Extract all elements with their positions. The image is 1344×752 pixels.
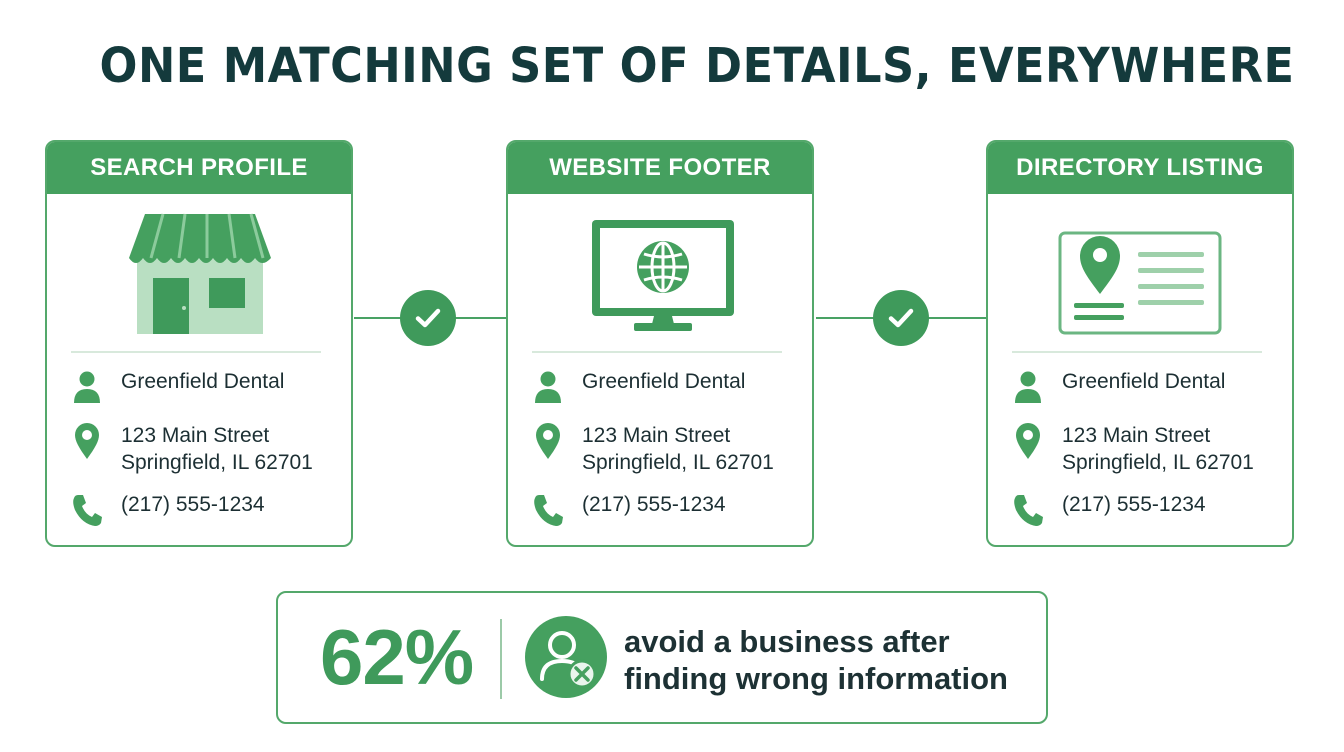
address-line-2: Springfield, IL 62701 [582,451,774,474]
location-pin-icon [69,422,105,460]
location-pin-icon [1010,422,1046,460]
divider [71,351,321,353]
phone-icon [1010,491,1046,529]
address-row: 123 Main Street Springfield, IL 62701 [530,422,774,476]
card-directory-listing: DIRECTORY LISTING Greenfield Dental 123 … [986,140,1294,547]
phone-row: (217) 555-1234 [69,491,265,529]
address-line-2: Springfield, IL 62701 [1062,451,1254,474]
stat-line-1: avoid a business after [624,624,950,659]
storefront-icon [47,196,351,346]
page-title: ONE MATCHING SET OF DETAILS, EVERYWHERE [99,38,1295,94]
business-name-row: Greenfield Dental [1010,368,1225,406]
phone-icon [530,491,566,529]
card-search-profile: SEARCH PROFILE Greenfield Dental 123 Mai… [45,140,353,547]
check-icon [400,290,456,346]
card-header: SEARCH PROFILE [47,142,351,194]
business-name: Greenfield Dental [582,370,746,393]
person-icon [1010,368,1046,406]
location-pin-icon [530,422,566,460]
address-line-2: Springfield, IL 62701 [121,451,313,474]
phone-number: (217) 555-1234 [582,493,726,516]
business-name: Greenfield Dental [121,370,285,393]
card-header: DIRECTORY LISTING [988,142,1292,194]
stat-line-2: finding wrong information [624,661,1008,696]
stat-value: 62% [320,613,474,701]
card-website-footer: WEBSITE FOOTER Greenfield Dental [506,140,814,547]
address-line-1: 123 Main Street [1062,424,1211,447]
address-line-1: 123 Main Street [582,424,731,447]
phone-row: (217) 555-1234 [1010,491,1206,529]
card-header: WEBSITE FOOTER [508,142,812,194]
business-name-row: Greenfield Dental [530,368,745,406]
stat-divider [500,619,502,699]
address-row: 123 Main Street Springfield, IL 62701 [69,422,313,476]
stat-callout: 62% avoid a business after finding wrong… [276,591,1048,724]
check-icon [873,290,929,346]
person-icon [530,368,566,406]
address-line-1: 123 Main Street [121,424,270,447]
monitor-globe-icon [508,196,812,346]
user-x-icon [524,615,608,703]
listing-card-icon [988,196,1292,346]
stat-description: avoid a business after finding wrong inf… [624,623,1034,697]
phone-row: (217) 555-1234 [530,491,726,529]
divider [532,351,782,353]
phone-icon [69,491,105,529]
phone-number: (217) 555-1234 [1062,493,1206,516]
business-name-row: Greenfield Dental [69,368,284,406]
divider [1012,351,1262,353]
business-name: Greenfield Dental [1062,370,1226,393]
phone-number: (217) 555-1234 [121,493,265,516]
address-row: 123 Main Street Springfield, IL 62701 [1010,422,1254,476]
person-icon [69,368,105,406]
